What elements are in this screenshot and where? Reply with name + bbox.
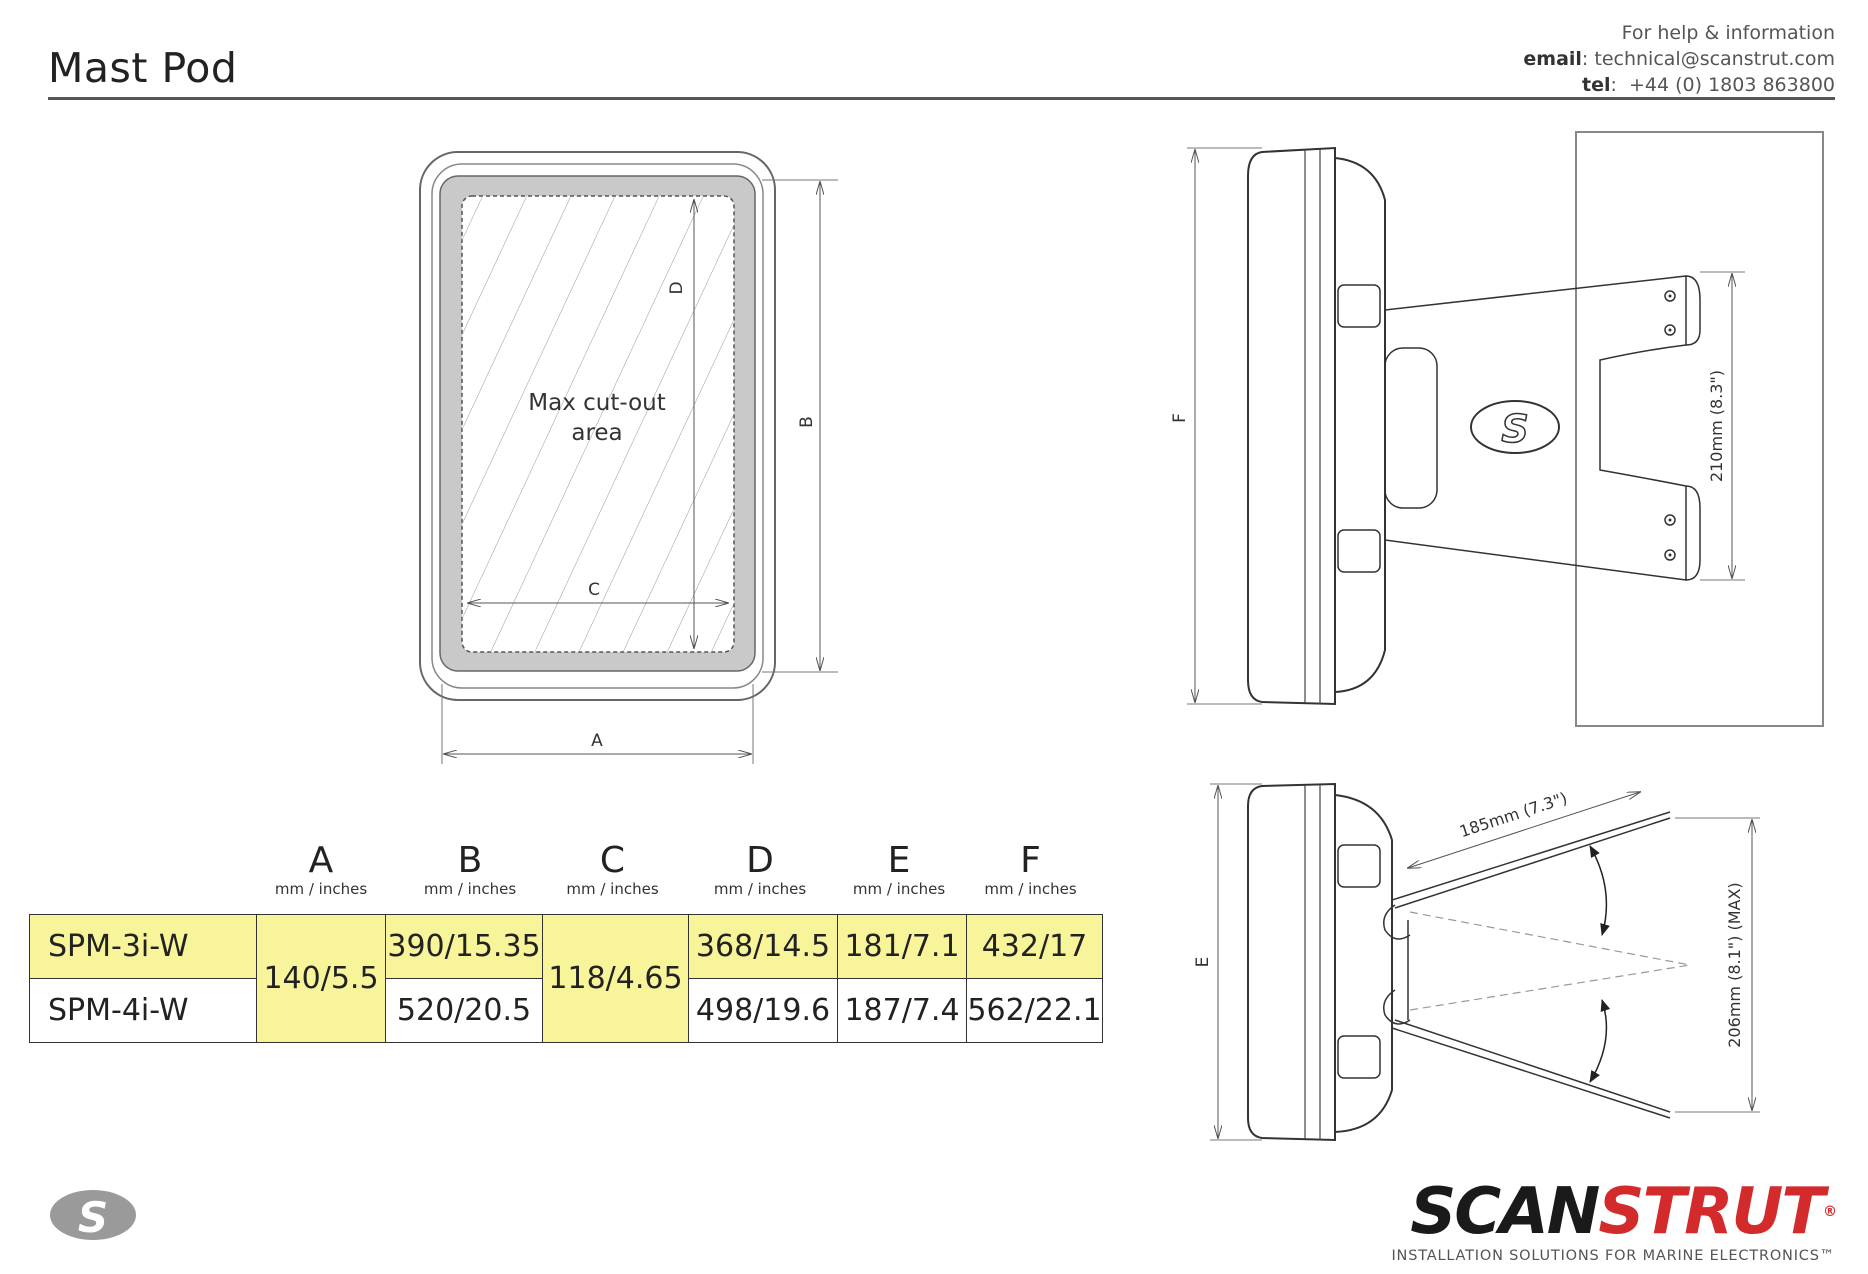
cutout-label-1: Max cut-out	[528, 390, 666, 416]
cell-b: 520/20.5	[385, 978, 543, 1043]
dim-bracket-label: 210mm (8.3")	[1707, 370, 1726, 482]
cell-e: 181/7.1	[837, 914, 967, 979]
svg-text:S: S	[1501, 407, 1528, 451]
dim-d-label: D	[667, 281, 687, 294]
cell-f: 562/22.1	[966, 978, 1103, 1043]
pod-inner-frame	[431, 163, 764, 689]
dim-f-label: F	[1170, 413, 1190, 423]
side-view: S F 210mm (8.3")	[1170, 131, 1824, 727]
brand-tagline: INSTALLATION SOLUTIONS FOR MARINE ELECTR…	[1391, 1248, 1835, 1264]
table-row: SPM-4i-W 520/20.5 498/19.6 187/7.4 562/2…	[29, 978, 1103, 1043]
cell-d: 368/14.5	[688, 914, 838, 979]
front-view: D C B A Max cut-out area	[419, 151, 838, 764]
col-header-e: E mm / inches	[852, 840, 946, 899]
cell-a-shared: 140/5.5	[256, 914, 386, 1043]
dim-e-label: E	[1193, 957, 1213, 968]
mount-view: E 185mm (7.3") 206mm (8.1") (MAX)	[1193, 782, 1760, 1142]
svg-text:S: S	[78, 1193, 108, 1242]
cutout-label-2: area	[571, 420, 622, 446]
cell-e: 187/7.4	[837, 978, 967, 1043]
dim-arm-line	[1408, 792, 1640, 868]
cell-c-shared: 118/4.65	[542, 914, 689, 1043]
dim-c-label: C	[588, 580, 600, 600]
col-header-f: F mm / inches	[984, 840, 1077, 899]
page-title: Mast Pod	[48, 44, 238, 92]
brand-logo: SCANSTRUT® INSTALLATION SOLUTIONS FOR MA…	[1391, 1180, 1837, 1264]
help-email[interactable]: email: technical@scanstrut.com	[1523, 48, 1835, 70]
col-header-d: D mm / inches	[713, 840, 807, 899]
pod-outer-frame	[419, 151, 776, 701]
cell-d: 498/19.6	[688, 978, 838, 1043]
col-header-a: A mm / inches	[274, 840, 368, 899]
model-cell: SPM-4i-W	[29, 978, 257, 1043]
model-cell: SPM-3i-W	[29, 914, 257, 979]
brand-strut: STRUT	[1598, 1175, 1825, 1249]
dim-max-label: 206mm (8.1") (MAX)	[1725, 882, 1744, 1047]
s-logo-icon: S	[50, 1190, 136, 1242]
cell-b: 390/15.35	[385, 914, 543, 979]
brand-registered: ®	[1823, 1204, 1837, 1220]
bracket-s-logo-icon	[1470, 400, 1560, 454]
table-row: SPM-3i-W 140/5.5 390/15.35 118/4.65 368/…	[29, 914, 1103, 1043]
help-block: For help & information email: technical@…	[1523, 20, 1835, 98]
col-header-b: B mm / inches	[423, 840, 517, 899]
help-phone[interactable]: tel: +44 (0) 1803 863800	[1582, 74, 1835, 96]
dim-b-label: B	[797, 416, 817, 428]
header-divider	[48, 97, 1835, 100]
help-heading: For help & information	[1621, 22, 1835, 44]
dim-a-label: A	[591, 731, 603, 751]
brand-scan: SCAN	[1410, 1175, 1600, 1249]
mast-plate	[1575, 131, 1824, 727]
cell-f: 432/17	[966, 914, 1103, 979]
dimensions-table: SPM-3i-W 140/5.5 390/15.35 118/4.65 368/…	[29, 914, 1103, 1043]
col-header-c: C mm / inches	[566, 840, 659, 899]
